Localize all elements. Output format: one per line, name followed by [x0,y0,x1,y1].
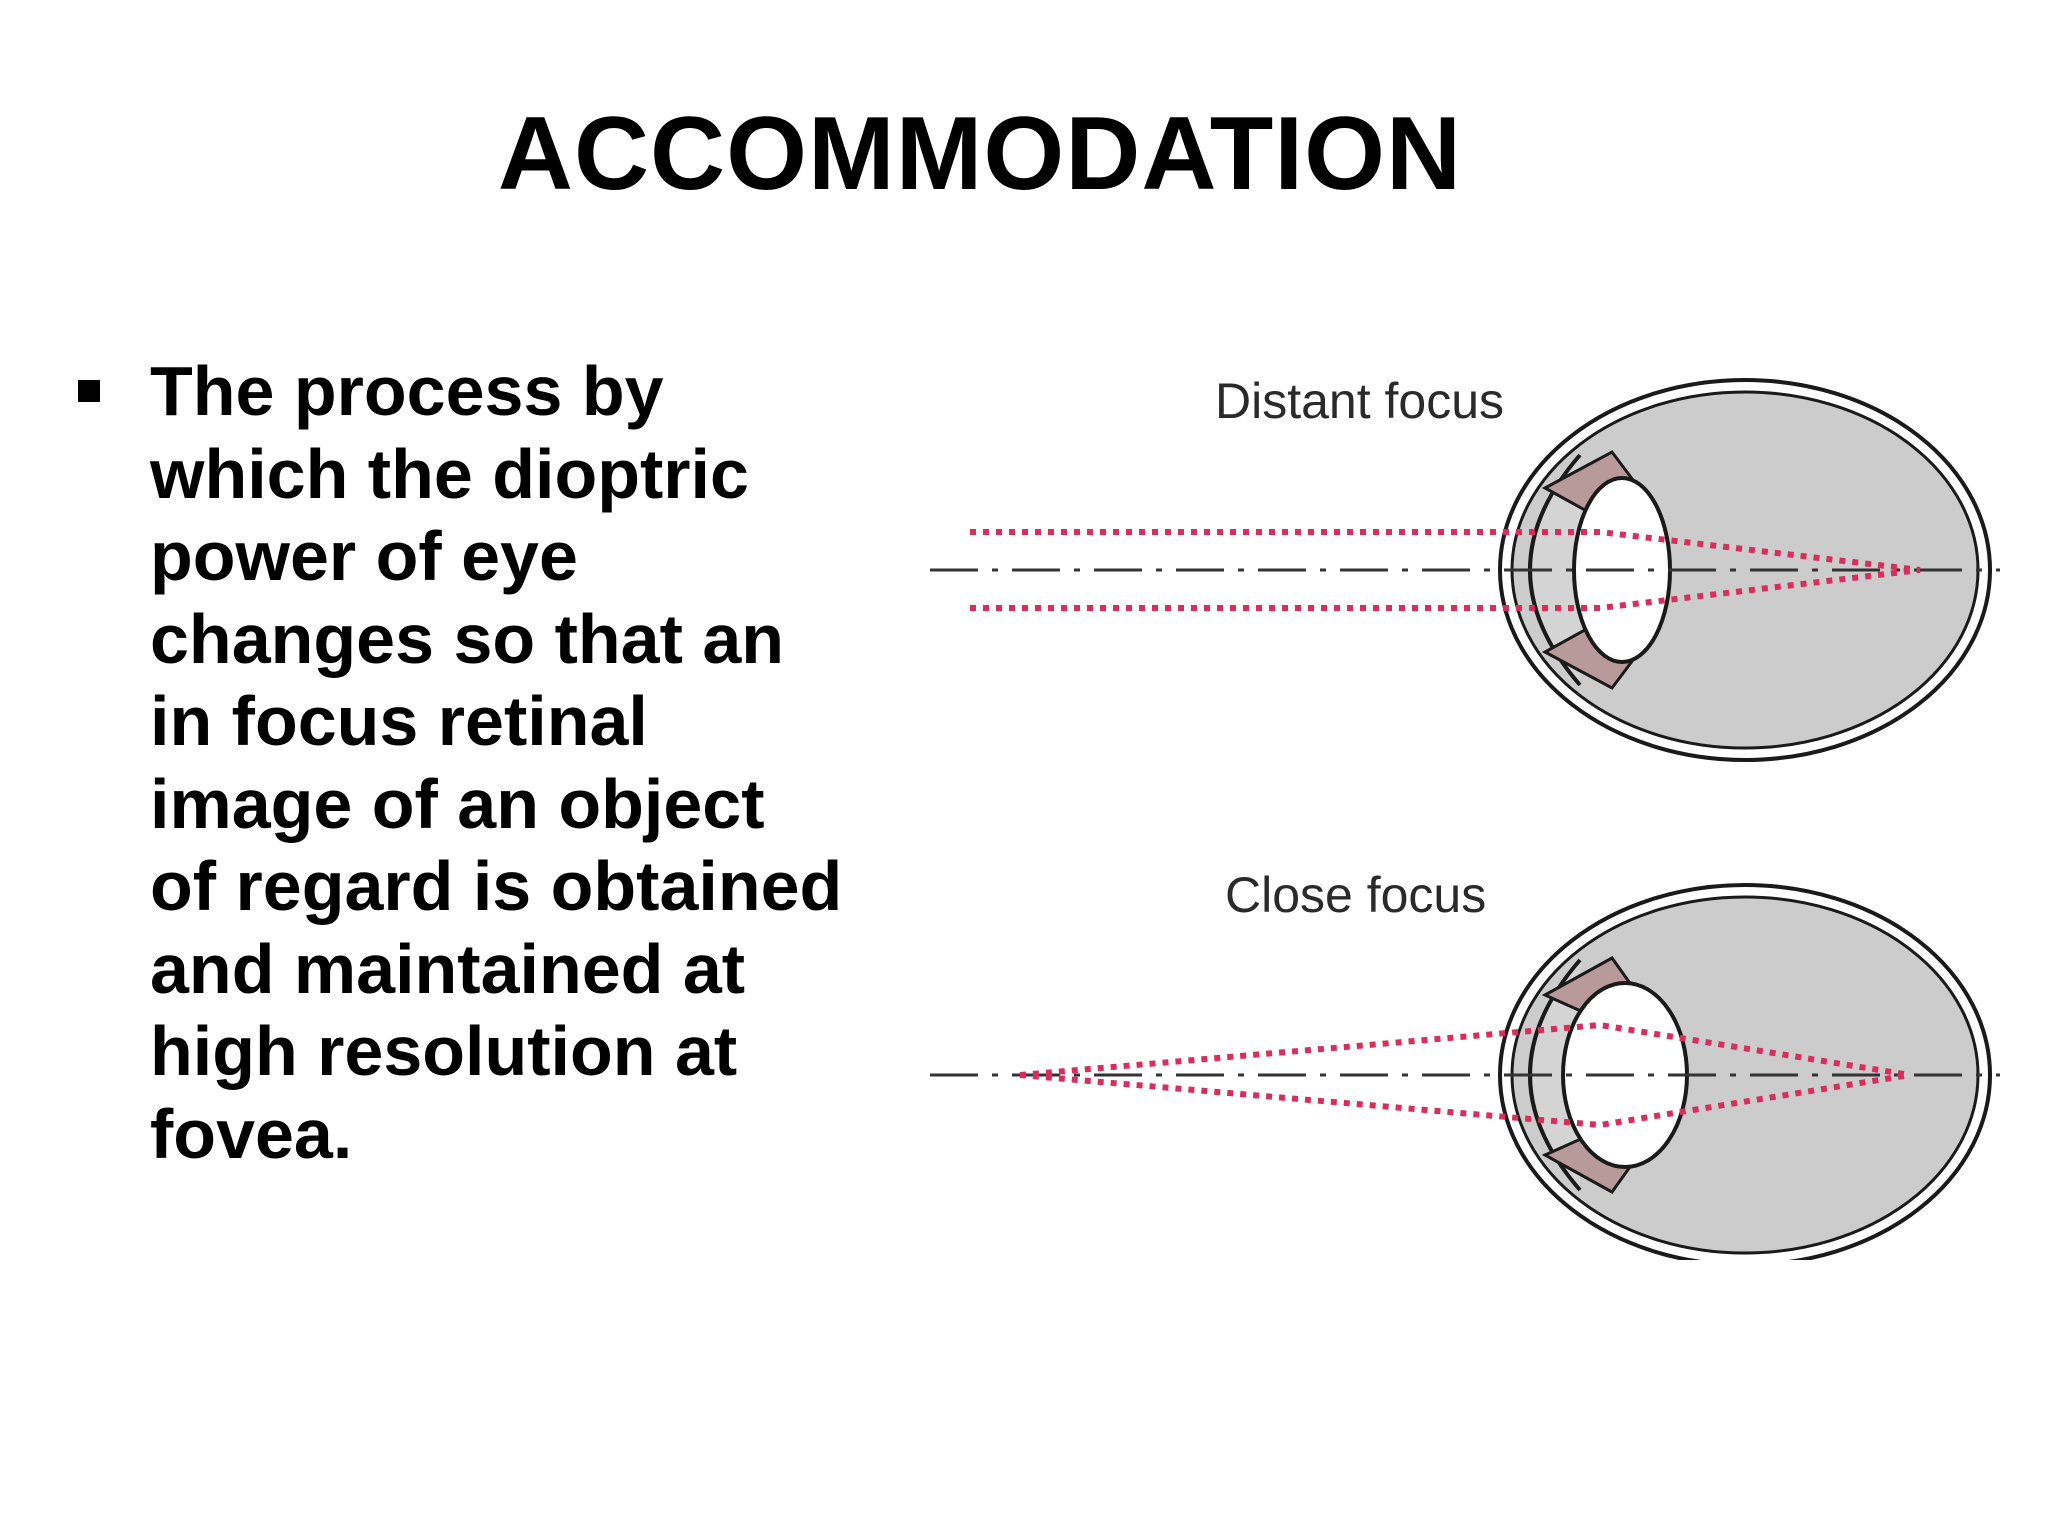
bullet-text: The process by which the dioptric power … [150,352,843,1173]
distant-focus-eye: Distant focus [930,373,2000,762]
close-focus-eye: Close focus [930,867,2000,1260]
close-focus-label: Close focus [1225,867,1486,923]
distant-focus-label: Distant focus [1215,373,1504,429]
distant-ray-upper [970,529,1921,573]
accommodation-diagram: Distant focus Close focus [900,360,2020,1260]
distant-ray-lower [970,567,1921,611]
slide-title: ACCOMMODATION [497,96,1463,212]
square-bullet-icon [78,380,100,402]
